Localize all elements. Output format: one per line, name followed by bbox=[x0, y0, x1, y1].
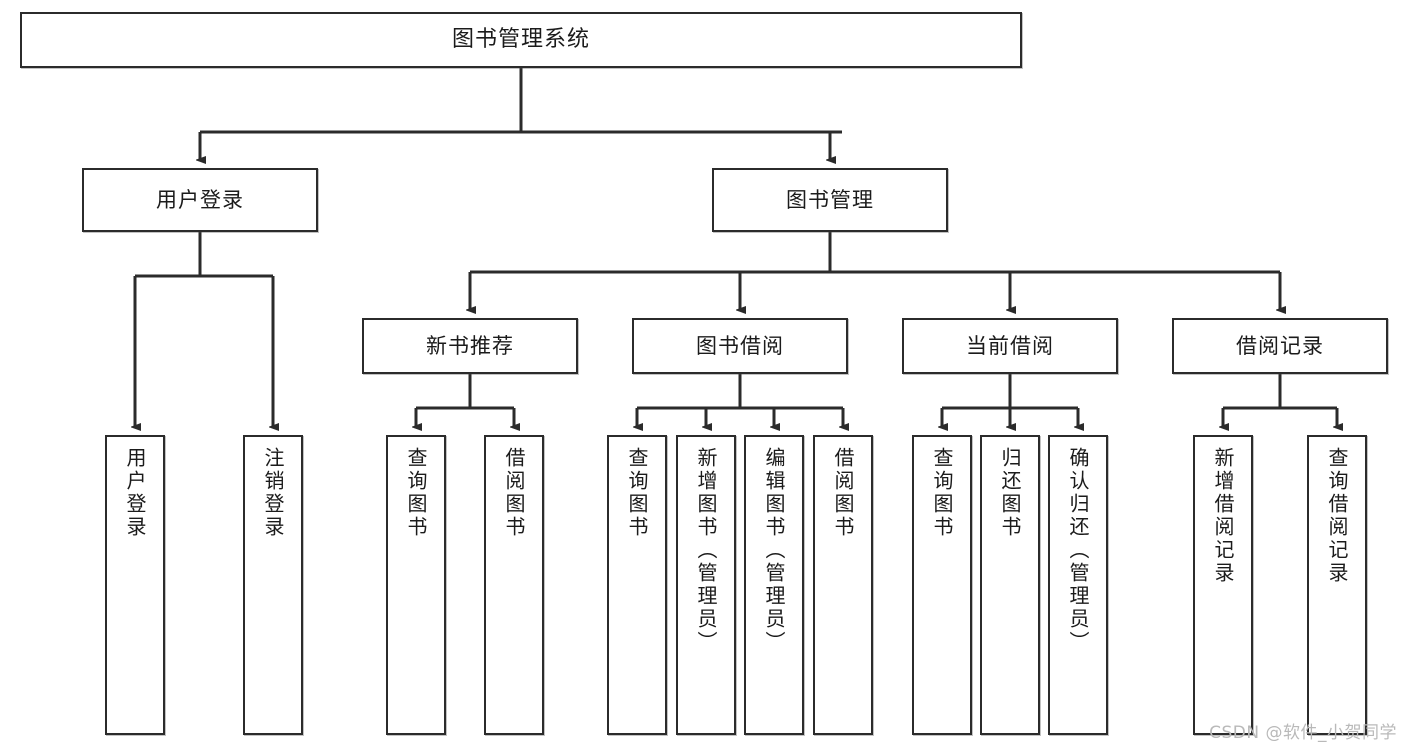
node-label: 图书借阅 bbox=[696, 333, 784, 358]
node-book-borrow[interactable]: 图书借阅 bbox=[632, 318, 848, 374]
node-label: 图书管理 bbox=[786, 187, 874, 212]
node-label: 借阅记录 bbox=[1236, 333, 1324, 358]
node-borrow-record[interactable]: 借阅记录 bbox=[1172, 318, 1388, 374]
node-label: 用户登录 bbox=[123, 447, 147, 539]
node-label: 查询图书 bbox=[930, 447, 954, 539]
node-label: 查询借阅记录 bbox=[1325, 447, 1349, 585]
leaf-borrow-book-rec[interactable]: 借阅图书 bbox=[484, 435, 544, 735]
leaf-query-borrow-record[interactable]: 查询借阅记录 bbox=[1307, 435, 1367, 735]
node-label: 借阅图书 bbox=[831, 447, 855, 539]
node-new-book-recommend[interactable]: 新书推荐 bbox=[362, 318, 578, 374]
node-label: 确认归还（管理员） bbox=[1066, 447, 1090, 654]
node-label: 查询图书 bbox=[625, 447, 649, 539]
node-label: 新书推荐 bbox=[426, 333, 514, 358]
node-label: 编辑图书（管理员） bbox=[762, 447, 786, 654]
node-user-login[interactable]: 用户登录 bbox=[82, 168, 318, 232]
node-label: 用户登录 bbox=[156, 187, 244, 212]
node-book-management[interactable]: 图书管理 bbox=[712, 168, 948, 232]
leaf-edit-book-admin[interactable]: 编辑图书（管理员） bbox=[744, 435, 804, 735]
leaf-add-book-admin[interactable]: 新增图书（管理员） bbox=[676, 435, 736, 735]
leaf-return-book[interactable]: 归还图书 bbox=[980, 435, 1040, 735]
csdn-watermark: CSDN @软件_小贺同学 bbox=[1209, 723, 1397, 743]
node-label: 注销登录 bbox=[261, 447, 285, 539]
leaf-query-book-current[interactable]: 查询图书 bbox=[912, 435, 972, 735]
leaf-query-book-borrow[interactable]: 查询图书 bbox=[607, 435, 667, 735]
node-label: 新增图书（管理员） bbox=[694, 447, 718, 654]
leaf-query-book-rec[interactable]: 查询图书 bbox=[386, 435, 446, 735]
leaf-add-borrow-record[interactable]: 新增借阅记录 bbox=[1193, 435, 1253, 735]
node-label: 查询图书 bbox=[404, 447, 428, 539]
node-root-system[interactable]: 图书管理系统 bbox=[20, 12, 1022, 68]
node-label: 当前借阅 bbox=[966, 333, 1054, 358]
node-label: 新增借阅记录 bbox=[1211, 447, 1235, 585]
leaf-confirm-return-admin[interactable]: 确认归还（管理员） bbox=[1048, 435, 1108, 735]
node-current-borrow[interactable]: 当前借阅 bbox=[902, 318, 1118, 374]
leaf-user-login[interactable]: 用户登录 bbox=[105, 435, 165, 735]
node-label: 图书管理系统 bbox=[451, 27, 590, 53]
leaf-logout[interactable]: 注销登录 bbox=[243, 435, 303, 735]
leaf-borrow-book-borrow[interactable]: 借阅图书 bbox=[813, 435, 873, 735]
node-label: 借阅图书 bbox=[502, 447, 526, 539]
node-label: 归还图书 bbox=[998, 447, 1022, 539]
